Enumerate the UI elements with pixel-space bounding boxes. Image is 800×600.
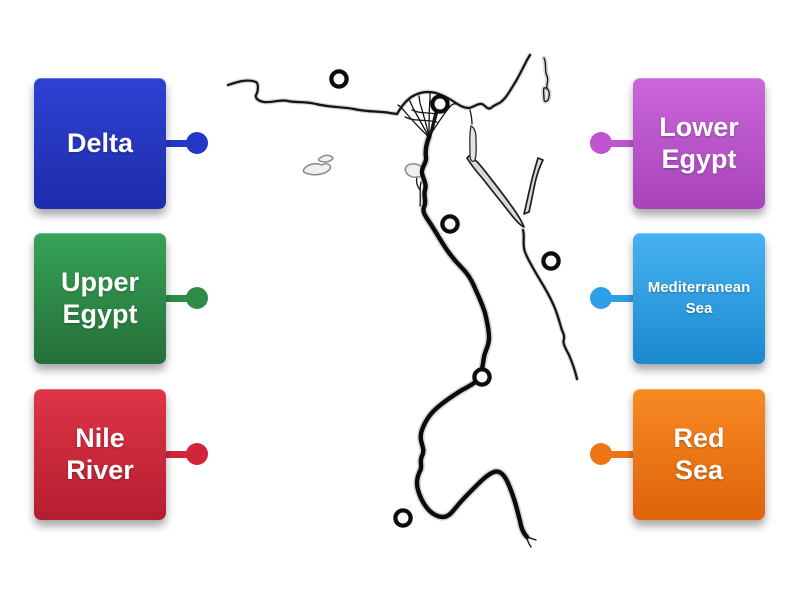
- label-group-upper-egypt: Upper Egypt: [34, 233, 210, 364]
- label-group-red-sea: Red Sea: [590, 389, 766, 520]
- answer-marker[interactable]: [393, 508, 413, 528]
- label-text: Red Sea: [673, 422, 725, 485]
- answer-marker[interactable]: [541, 251, 561, 271]
- label-card-upper-egypt[interactable]: Upper Egypt: [34, 233, 166, 364]
- label-group-nile-river: Nile River: [34, 389, 210, 520]
- answer-marker[interactable]: [472, 367, 492, 387]
- connector-stem: [601, 295, 635, 302]
- answer-marker[interactable]: [329, 69, 349, 89]
- gulf-of-aqaba: [523, 157, 544, 215]
- label-text: Lower Egypt: [659, 111, 739, 174]
- label-group-lower-egypt: Lower Egypt: [590, 78, 766, 209]
- label-group-delta: Delta: [34, 78, 210, 209]
- label-card-mediterranean-sea[interactable]: Mediterranean Sea: [633, 233, 765, 364]
- connector-dot: [186, 287, 208, 309]
- answer-marker[interactable]: [430, 94, 450, 114]
- label-card-lower-egypt[interactable]: Lower Egypt: [633, 78, 765, 209]
- connector-stem: [601, 451, 635, 458]
- map-halo-layer: [228, 55, 577, 537]
- gulf-of-suez: [466, 155, 525, 228]
- connector-dot: [186, 132, 208, 154]
- connector-stem: [601, 140, 635, 147]
- label-card-red-sea[interactable]: Red Sea: [633, 389, 765, 520]
- western-lakes: [302, 154, 334, 176]
- connector-dot: [186, 443, 208, 465]
- label-text: Nile River: [66, 422, 134, 485]
- bitter-lakes: [469, 125, 477, 162]
- nile-river-line: [417, 137, 537, 548]
- connector-dot: [590, 287, 612, 309]
- connector-dot: [590, 132, 612, 154]
- connector-stem: [164, 295, 198, 302]
- label-card-nile-river[interactable]: Nile River: [34, 389, 166, 520]
- label-text: Delta: [66, 127, 134, 158]
- label-card-delta[interactable]: Delta: [34, 78, 166, 209]
- label-group-mediterranean-sea: Mediterranean Sea: [590, 233, 766, 364]
- answer-marker[interactable]: [440, 214, 460, 234]
- connector-stem: [164, 140, 198, 147]
- connector-dot: [590, 443, 612, 465]
- label-text: Mediterranean Sea: [647, 279, 751, 317]
- connector-stem: [164, 451, 198, 458]
- label-text: Upper Egypt: [60, 266, 139, 329]
